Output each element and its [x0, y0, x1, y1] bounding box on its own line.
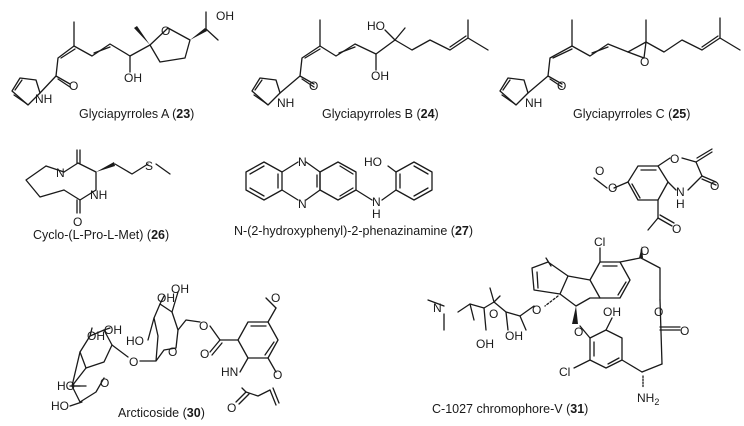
atom-OH: OH [104, 323, 122, 337]
caption-27: N-(2-hydroxyphenyl)-2-phenazinamine (27) [234, 224, 474, 238]
atom-O: O [680, 324, 689, 338]
atom-O: O [640, 55, 649, 69]
atom-NH: NH [90, 188, 107, 202]
atom-O: O [489, 307, 498, 321]
atom-HO: HO [126, 334, 144, 348]
atom-O: O [672, 222, 681, 236]
atom-OH: OH [505, 329, 523, 343]
atom-OH: OH [603, 305, 621, 319]
structure-26 [25, 149, 171, 214]
atom-H: H [372, 207, 381, 221]
atom-OH: OH [216, 9, 234, 23]
caption-24: Glyciapyrroles B (24) [322, 107, 439, 121]
structure-25 [499, 17, 741, 106]
atom-OH: OH [371, 69, 389, 83]
caption-26: Cyclo-(L-Pro-L-Met) (26) [33, 228, 170, 242]
atom-HO: HO [57, 379, 75, 393]
atom-NH: NH [35, 92, 52, 106]
atom-O: O [710, 179, 719, 193]
atom-N: N [433, 301, 442, 315]
atom-O: O [168, 345, 177, 359]
atom-NH2: NH2 [637, 391, 659, 407]
atom-O: O [129, 355, 138, 369]
atom-O: O [670, 152, 679, 166]
atom-N: N [372, 195, 381, 209]
atom-HO: HO [367, 19, 385, 33]
atom-O: O [654, 305, 663, 319]
atom-HO: HO [364, 155, 382, 169]
structure-24 [251, 19, 489, 106]
atom-O: O [200, 347, 209, 361]
atom-O: O [557, 79, 566, 93]
structure-23 [11, 11, 219, 106]
atom-N: N [298, 197, 307, 211]
structure-30 [69, 291, 280, 407]
caption-31: C-1027 chromophore-V (31) [432, 402, 589, 416]
atom-NH: NH [525, 96, 542, 110]
atom-O: O [608, 181, 617, 195]
atom-O: O [199, 319, 208, 333]
atom-HN: HN [221, 365, 238, 379]
atom-O: O [574, 325, 583, 339]
atom-N: N [298, 155, 307, 169]
caption-23: Glyciapyrroles A (23) [79, 107, 195, 121]
atom-OH: OH [87, 329, 105, 343]
atom-NH: NH [277, 96, 294, 110]
structure-31 [427, 148, 717, 389]
atom-O: O [161, 24, 170, 38]
atom-O: O [69, 79, 78, 93]
atom-H: H [676, 197, 685, 211]
atom-Cl: Cl [559, 365, 570, 379]
atom-S: S [145, 159, 153, 173]
atom-O: O [595, 164, 604, 178]
atom-OH: OH [476, 337, 494, 351]
atom-HO: HO [51, 399, 69, 413]
atom-O: O [640, 244, 649, 258]
atom-OH: OH [124, 71, 142, 85]
atom-O: O [227, 401, 236, 415]
atom-OH: OH [171, 282, 189, 296]
atom-O: O [100, 376, 109, 390]
atom-OH: OH [157, 291, 175, 305]
atom-O: O [271, 291, 280, 305]
atom-N: N [56, 166, 65, 180]
structure-27 [245, 161, 433, 201]
atom-Cl: Cl [594, 235, 605, 249]
caption-25: Glyciapyrroles C (25) [573, 107, 691, 121]
atom-O: O [309, 79, 318, 93]
caption-30: Arcticoside (30) [118, 406, 205, 420]
atom-N: N [676, 185, 685, 199]
atom-O: O [73, 215, 82, 229]
atom-O: O [273, 368, 282, 382]
atom-O: O [532, 303, 541, 317]
